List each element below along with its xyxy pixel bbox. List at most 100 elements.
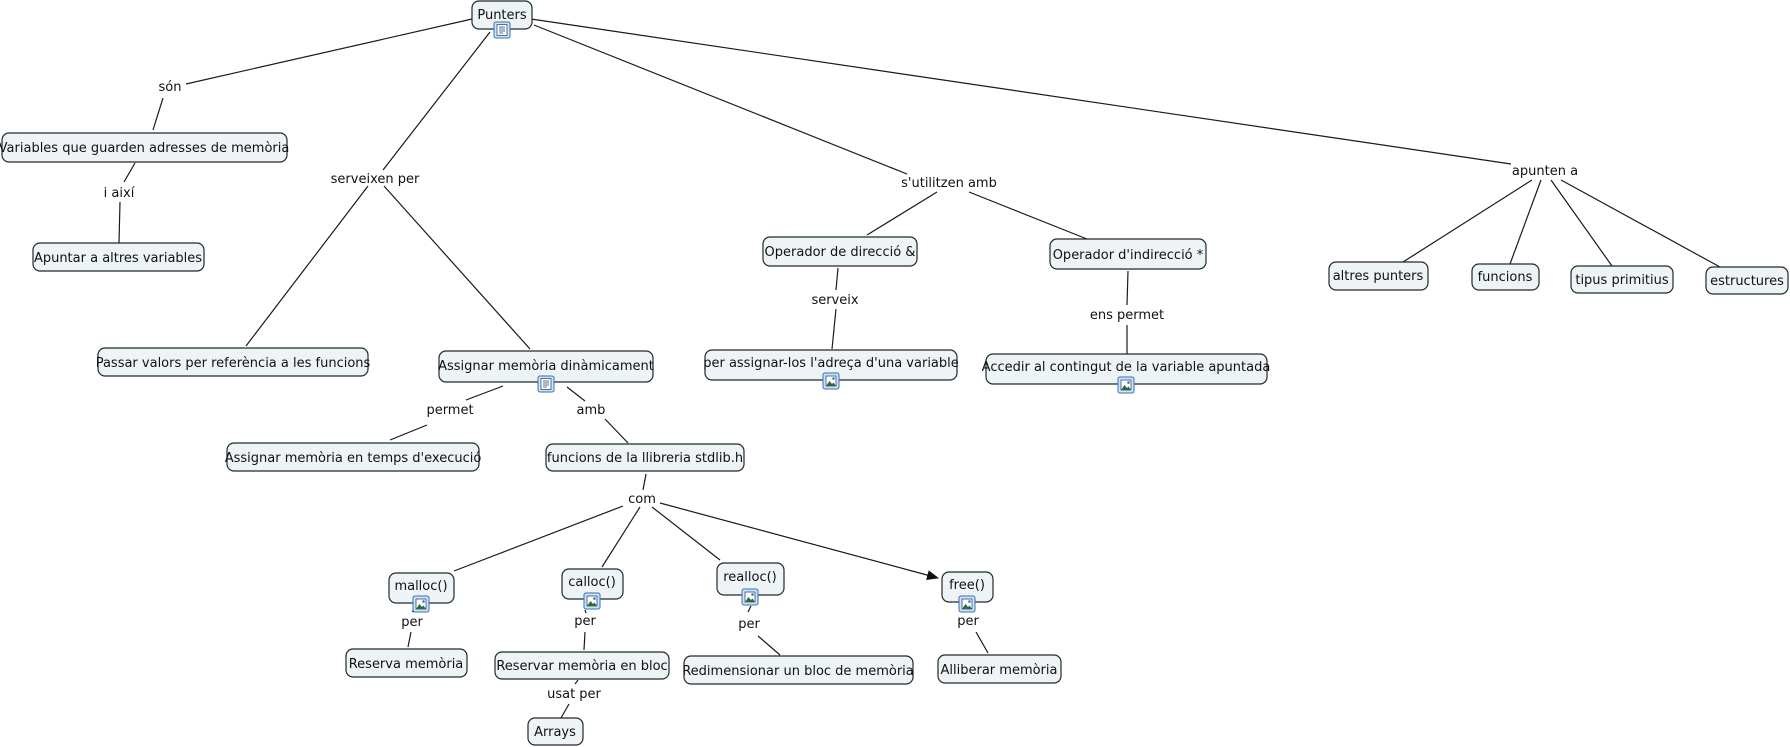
edge xyxy=(651,506,721,561)
svg-text:Operador d'indirecció *: Operador d'indirecció * xyxy=(1053,248,1204,263)
edge xyxy=(530,18,1512,165)
link-com: com xyxy=(628,492,656,507)
svg-text:Accedir al contingut de la var: Accedir al contingut de la variable apun… xyxy=(982,360,1271,375)
concept-funcions-stdlib[interactable]: funcions de la llibreria stdlib.h xyxy=(545,443,745,472)
concept-calloc[interactable]: calloc() xyxy=(561,568,624,610)
svg-text:estructures: estructures xyxy=(1710,274,1784,289)
concept-accedir[interactable]: Accedir al contingut de la variable apun… xyxy=(982,353,1271,394)
svg-text:Variables que guarden adresses: Variables que guarden adresses de memòri… xyxy=(0,141,289,156)
svg-text:Assignar memòria dinàmicament: Assignar memòria dinàmicament xyxy=(438,359,654,374)
edge xyxy=(1402,179,1533,263)
concept-altres-punters[interactable]: altres punters xyxy=(1328,261,1429,291)
edge xyxy=(407,631,412,648)
edge xyxy=(831,308,837,350)
svg-text:per assignar-los l'adreça d'un: per assignar-los l'adreça d'una variable xyxy=(703,356,959,371)
edge xyxy=(1560,179,1721,268)
document-icon[interactable] xyxy=(537,375,555,393)
concept-passar-valors[interactable]: Passar valors per referència a les funci… xyxy=(96,347,371,377)
edge xyxy=(1550,179,1613,267)
concept-realloc[interactable]: realloc() xyxy=(716,562,785,606)
link-per-calloc: per xyxy=(574,614,596,629)
link-son: són xyxy=(159,80,182,95)
concept-tipus-primitius[interactable]: tipus primitius xyxy=(1570,265,1674,294)
svg-text:Reservar memòria en bloc: Reservar memòria en bloc xyxy=(496,659,667,674)
link-per-realloc: per xyxy=(738,617,760,632)
image-icon[interactable] xyxy=(958,595,976,613)
link-amb: amb xyxy=(577,403,606,418)
concept-reservar-bloc[interactable]: Reservar memòria en bloc xyxy=(494,651,670,680)
svg-text:Passar valors per referència a: Passar valors per referència a les funci… xyxy=(96,356,371,371)
image-icon[interactable] xyxy=(741,588,759,606)
image-icon[interactable] xyxy=(1117,376,1135,394)
concept-punters[interactable]: Punters xyxy=(471,0,533,39)
concept-estructures[interactable]: estructures xyxy=(1705,266,1789,295)
edge xyxy=(604,418,629,444)
svg-text:Alliberar memòria: Alliberar memòria xyxy=(941,663,1058,678)
concept-redimensionar[interactable]: Redimensionar un bloc de memòria xyxy=(682,655,914,685)
svg-text:malloc(): malloc() xyxy=(394,579,447,594)
edge xyxy=(152,97,164,131)
link-per-malloc: per xyxy=(401,615,423,630)
edge xyxy=(866,191,938,236)
svg-text:Operador de direcció &: Operador de direcció & xyxy=(765,245,916,260)
svg-text:Arrays: Arrays xyxy=(534,725,576,740)
link-permet: permet xyxy=(426,403,473,418)
svg-text:tipus primitius: tipus primitius xyxy=(1575,273,1669,288)
edge xyxy=(659,502,939,580)
link-ens-permet: ens permet xyxy=(1090,308,1164,323)
concept-malloc[interactable]: malloc() xyxy=(388,572,455,613)
concept-per-assignar[interactable]: per assignar-los l'adreça d'una variable xyxy=(703,349,959,390)
concept-alliberar[interactable]: Alliberar memòria xyxy=(937,654,1062,684)
edge xyxy=(1126,270,1129,306)
link-usat-per: usat per xyxy=(547,687,601,702)
edge xyxy=(382,31,491,171)
svg-text:funcions: funcions xyxy=(1478,270,1533,285)
edge xyxy=(642,473,647,491)
concept-funcions[interactable]: funcions xyxy=(1471,263,1540,291)
concept-reserva[interactable]: Reserva memòria xyxy=(345,648,468,678)
concept-variables-adreces[interactable]: Variables que guarden adresses de memòri… xyxy=(0,132,289,163)
image-icon[interactable] xyxy=(583,592,601,610)
concept-op-direccio[interactable]: Operador de direcció & xyxy=(762,236,918,267)
edge xyxy=(123,162,136,183)
concept-assignar-dinamica[interactable]: Assignar memòria dinàmicament xyxy=(438,350,654,393)
link-serveixen-per: serveixen per xyxy=(331,172,420,187)
document-icon[interactable] xyxy=(493,21,511,39)
svg-text:Apuntar a altres variables: Apuntar a altres variables xyxy=(34,251,202,266)
svg-text:Reserva memòria: Reserva memòria xyxy=(349,657,464,672)
edge xyxy=(574,679,579,685)
image-icon[interactable] xyxy=(412,595,430,613)
concept-op-indireccio[interactable]: Operador d'indirecció * xyxy=(1049,238,1207,270)
edge xyxy=(465,385,504,401)
svg-text:Redimensionar un bloc de memòr: Redimensionar un bloc de memòria xyxy=(682,664,914,679)
image-icon[interactable] xyxy=(822,372,840,390)
concept-free[interactable]: free() xyxy=(941,571,994,613)
svg-text:funcions de la llibreria stdli: funcions de la llibreria stdlib.h xyxy=(547,451,743,466)
link-phrases: són i així serveixen per s'utilitzen amb… xyxy=(104,80,1578,702)
svg-text:Assignar memòria en temps d'ex: Assignar memòria en temps d'execució xyxy=(225,451,482,466)
edge xyxy=(583,631,586,651)
edge xyxy=(975,631,989,654)
link-apunten-a: apunten a xyxy=(1512,164,1578,179)
edge xyxy=(453,505,624,572)
svg-text:realloc(): realloc() xyxy=(723,570,777,585)
edge xyxy=(389,424,428,441)
link-serveix: serveix xyxy=(811,293,858,308)
link-per-free: per xyxy=(957,614,979,629)
edge xyxy=(584,609,587,614)
edge xyxy=(757,635,781,656)
svg-text:calloc(): calloc() xyxy=(568,575,616,590)
edge xyxy=(533,24,908,175)
edge xyxy=(566,386,586,402)
edge xyxy=(118,201,121,244)
concept-apuntar-altres[interactable]: Apuntar a altres variables xyxy=(32,242,205,272)
edge xyxy=(383,185,531,350)
edge xyxy=(1509,179,1542,265)
edge xyxy=(601,506,641,568)
concept-arrays[interactable]: Arrays xyxy=(527,717,584,746)
concept-assignar-execucio[interactable]: Assignar memòria en temps d'execució xyxy=(225,442,482,472)
edge xyxy=(747,605,752,613)
link-i-aixi: i així xyxy=(104,186,135,201)
